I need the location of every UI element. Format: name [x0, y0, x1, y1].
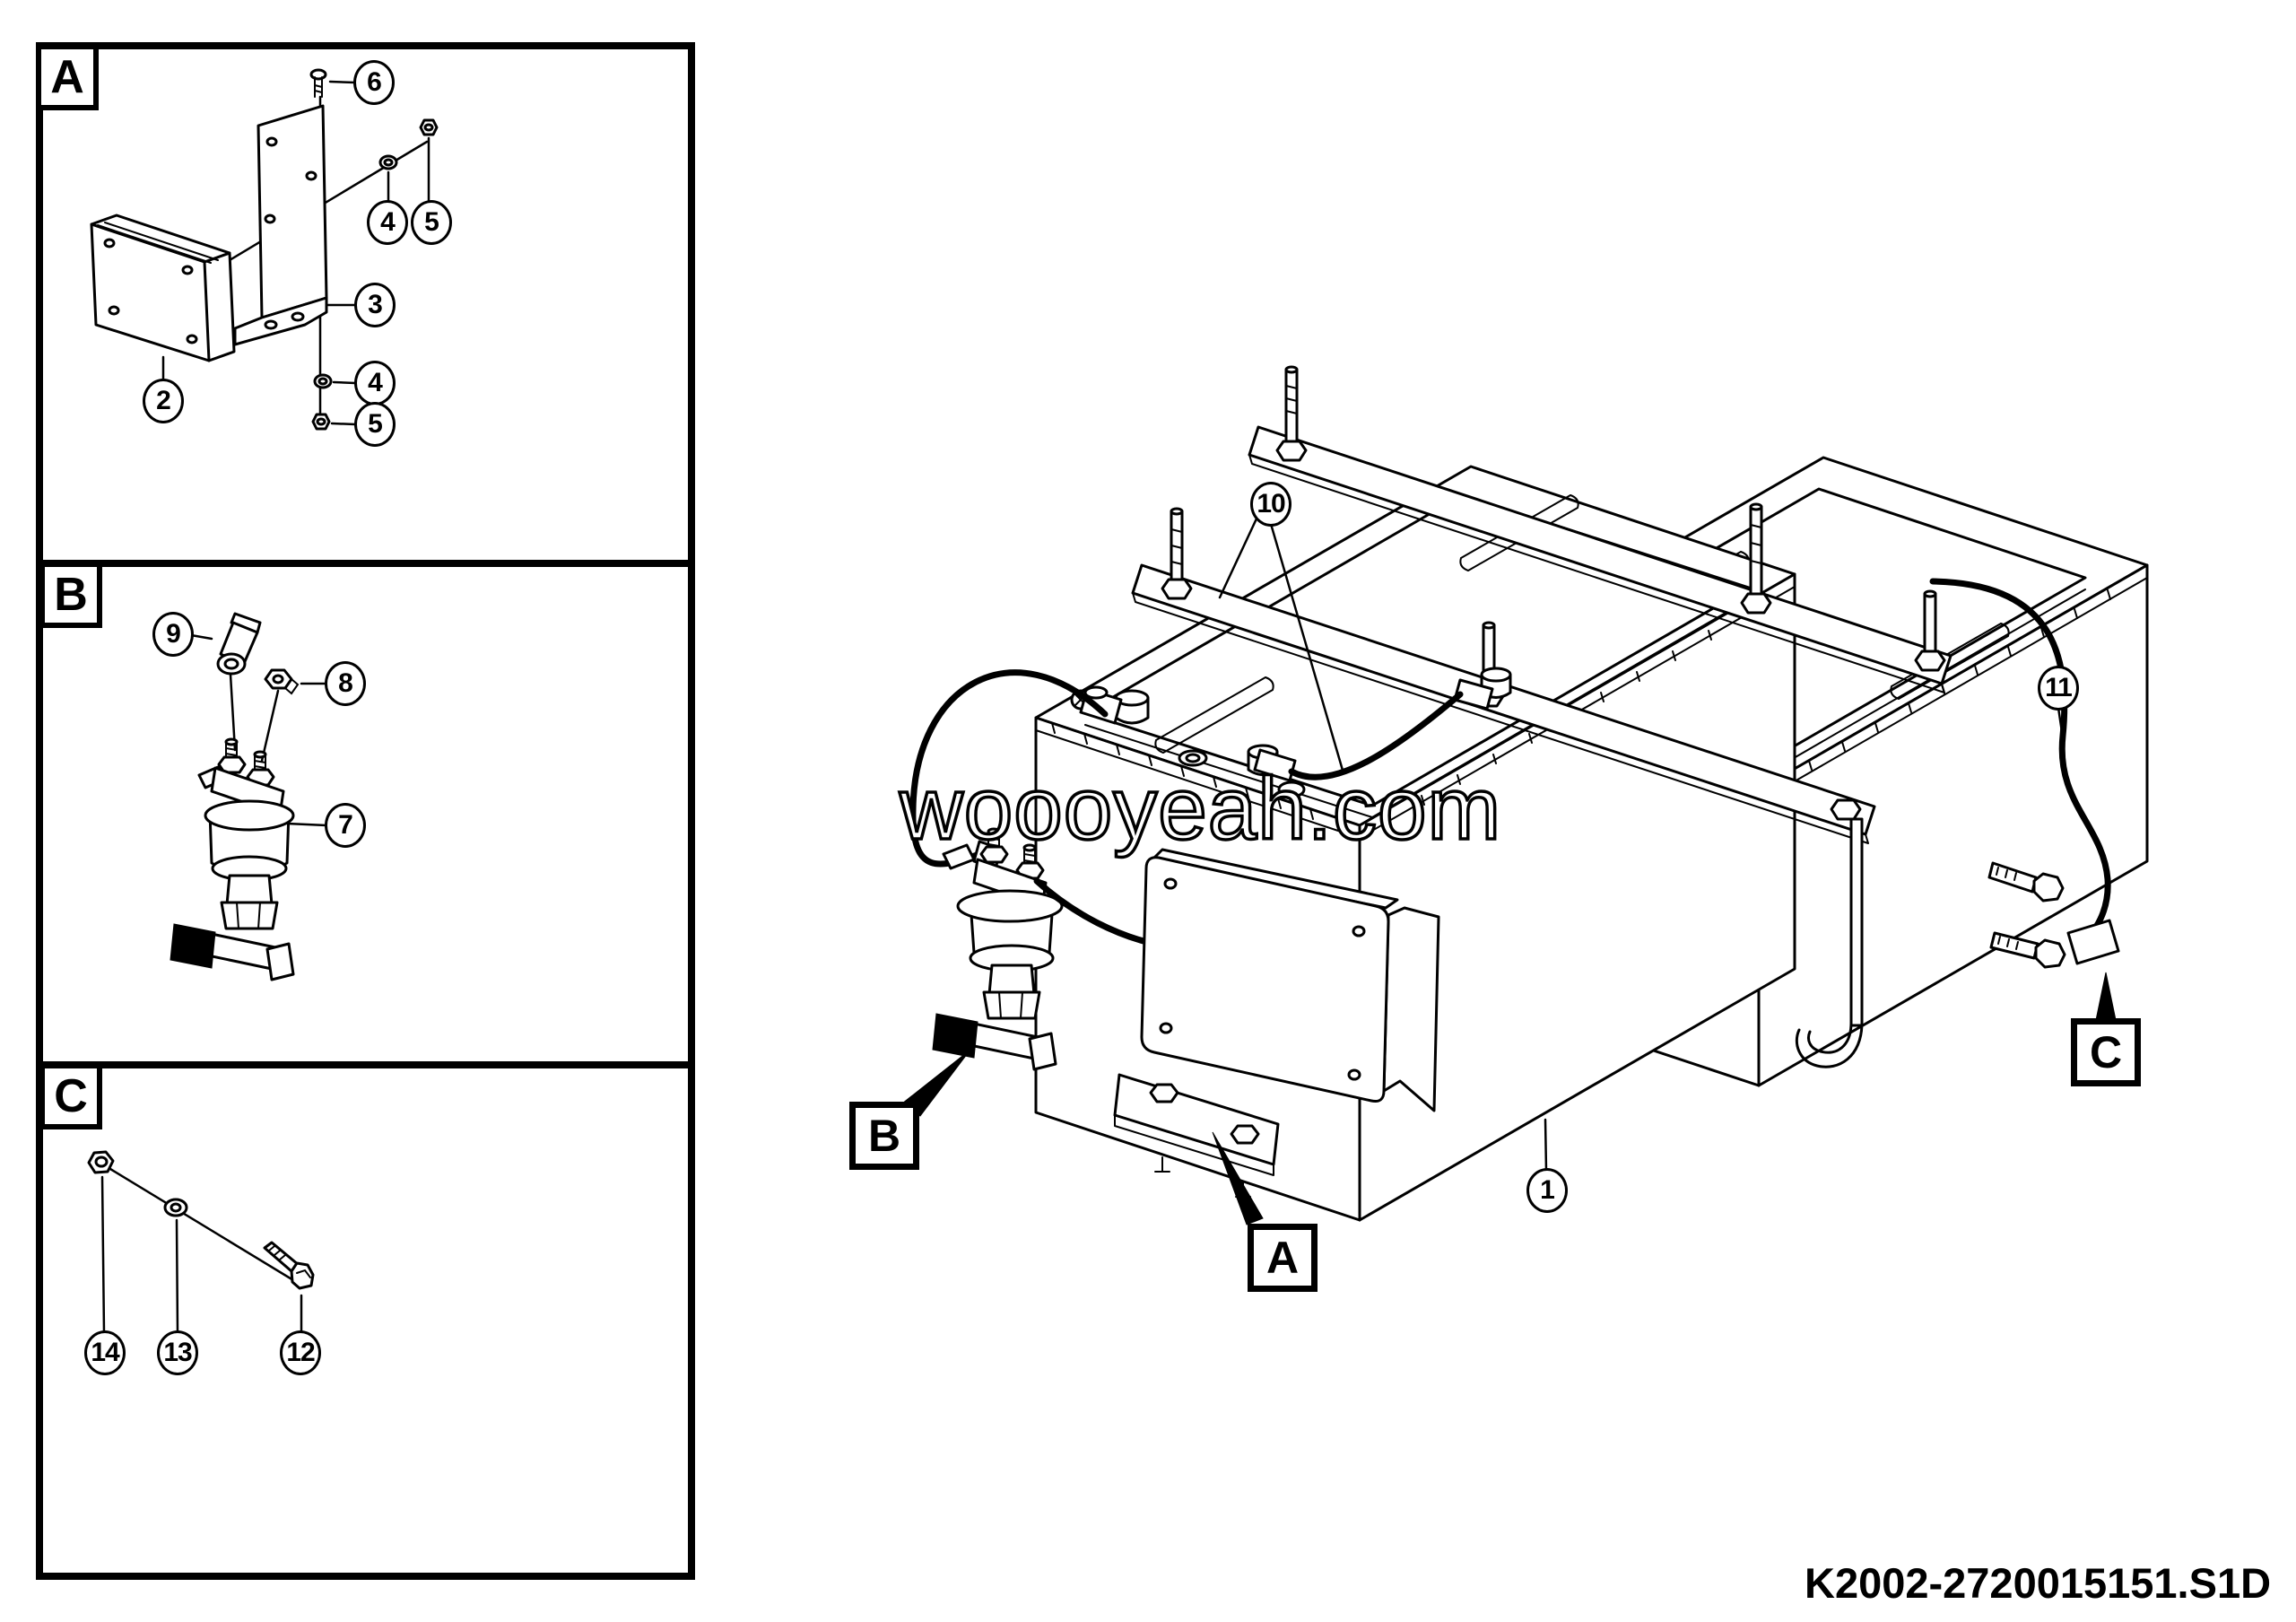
location-label-b: B — [849, 1102, 919, 1170]
washer-13-drawing — [163, 1198, 188, 1217]
bracket-3-drawing — [233, 104, 328, 346]
callout-1: 1 — [1526, 1168, 1568, 1213]
callout-11: 11 — [2038, 666, 2079, 711]
switch-cable-drawing — [909, 669, 1109, 868]
cable-11-drawing — [1929, 578, 2120, 969]
location-label-c: C — [2071, 1018, 2141, 1086]
callout-9: 9 — [152, 612, 194, 657]
callout-8: 8 — [325, 661, 366, 706]
callout-6: 6 — [353, 60, 395, 105]
callout-12: 12 — [280, 1330, 321, 1375]
panel-label-b: B — [39, 562, 102, 628]
washer-4-lower-drawing — [313, 373, 333, 389]
panel-label-c: C — [39, 1063, 102, 1129]
callout-leaders — [1218, 515, 2064, 1173]
location-label-a: A — [1248, 1224, 1318, 1292]
module-2-drawing — [90, 214, 236, 362]
callout-13: 13 — [157, 1330, 198, 1375]
main-module-drawing — [1113, 848, 1440, 1198]
callout-7: 7 — [325, 803, 366, 848]
part-number: K2002-2720015151.S1D — [1805, 1559, 2272, 1607]
callout-4-lower: 4 — [354, 361, 396, 406]
battery-terminals-drawing — [1070, 667, 1512, 798]
panel-frames — [36, 42, 695, 1580]
callout-5-upper: 5 — [411, 200, 452, 245]
callout-2: 2 — [143, 379, 184, 423]
switch-7-drawing — [170, 737, 295, 981]
main-switch-drawing — [932, 827, 1064, 1071]
panel-a-drawing — [90, 68, 439, 431]
nut-5-upper-drawing — [419, 118, 439, 136]
terminal-9-drawing — [216, 612, 262, 676]
jumper-cable-10-drawing — [1288, 691, 1464, 780]
callout-14: 14 — [84, 1330, 126, 1375]
bolt-12-drawing — [263, 1241, 315, 1290]
panel-c-drawing — [87, 1150, 315, 1335]
callout-4-upper: 4 — [367, 200, 408, 245]
main-assembly-drawing — [901, 365, 2149, 1225]
arrow-to-bracket — [1212, 1131, 1264, 1225]
nut-5-lower-drawing — [311, 413, 331, 431]
nut-8-drawing — [264, 668, 300, 695]
callout-10: 10 — [1250, 482, 1292, 527]
panel-b-drawing — [170, 612, 328, 981]
watermark: woooyeah.com — [898, 757, 1502, 859]
hold-down-bars-drawing — [1131, 365, 1952, 1068]
panel-label-a: A — [36, 44, 99, 110]
callout-5-lower: 5 — [354, 402, 396, 447]
nut-14-drawing — [87, 1150, 115, 1174]
arrow-to-bolts — [2095, 972, 2117, 1021]
callout-3: 3 — [354, 283, 396, 327]
washer-4-upper-drawing — [378, 154, 398, 170]
screw-6-drawing — [309, 68, 327, 98]
